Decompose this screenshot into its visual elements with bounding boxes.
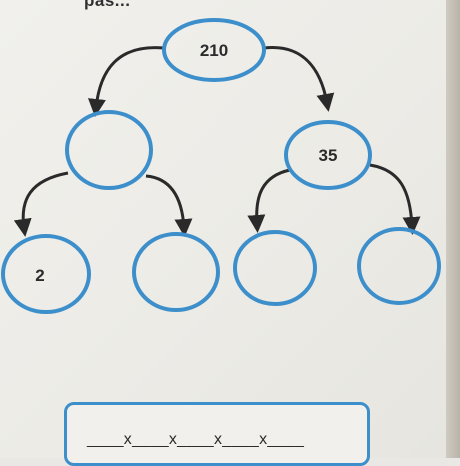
tree-leaf-1: 2 <box>1 234 91 314</box>
arrow-left-to-leaf1 <box>13 171 69 237</box>
arrow-root-to-left <box>87 46 165 117</box>
tree-leaf-2[interactable] <box>132 232 220 312</box>
answer-blanks[interactable]: ____x____x____x____x____ <box>87 431 305 448</box>
arrow-right-to-leaf3 <box>247 168 291 233</box>
arrow-root-to-right <box>263 46 335 112</box>
worksheet-paper <box>0 0 446 458</box>
arrow-right-to-leaf4 <box>369 163 421 235</box>
cut-off-heading: pas... <box>84 0 131 10</box>
tree-node-left[interactable] <box>65 110 153 190</box>
arrow-left-to-leaf2 <box>145 174 193 237</box>
right-node-value: 35 <box>319 146 338 165</box>
tree-leaf-3[interactable] <box>233 230 317 306</box>
leaf-1-value: 2 <box>35 266 44 285</box>
tree-node-root: 210 <box>162 18 266 82</box>
root-value: 210 <box>200 41 228 60</box>
answer-box[interactable]: ____x____x____x____x____ <box>64 402 370 466</box>
tree-node-right: 35 <box>284 120 372 190</box>
tree-leaf-4[interactable] <box>357 227 441 305</box>
page-edge <box>446 0 460 458</box>
